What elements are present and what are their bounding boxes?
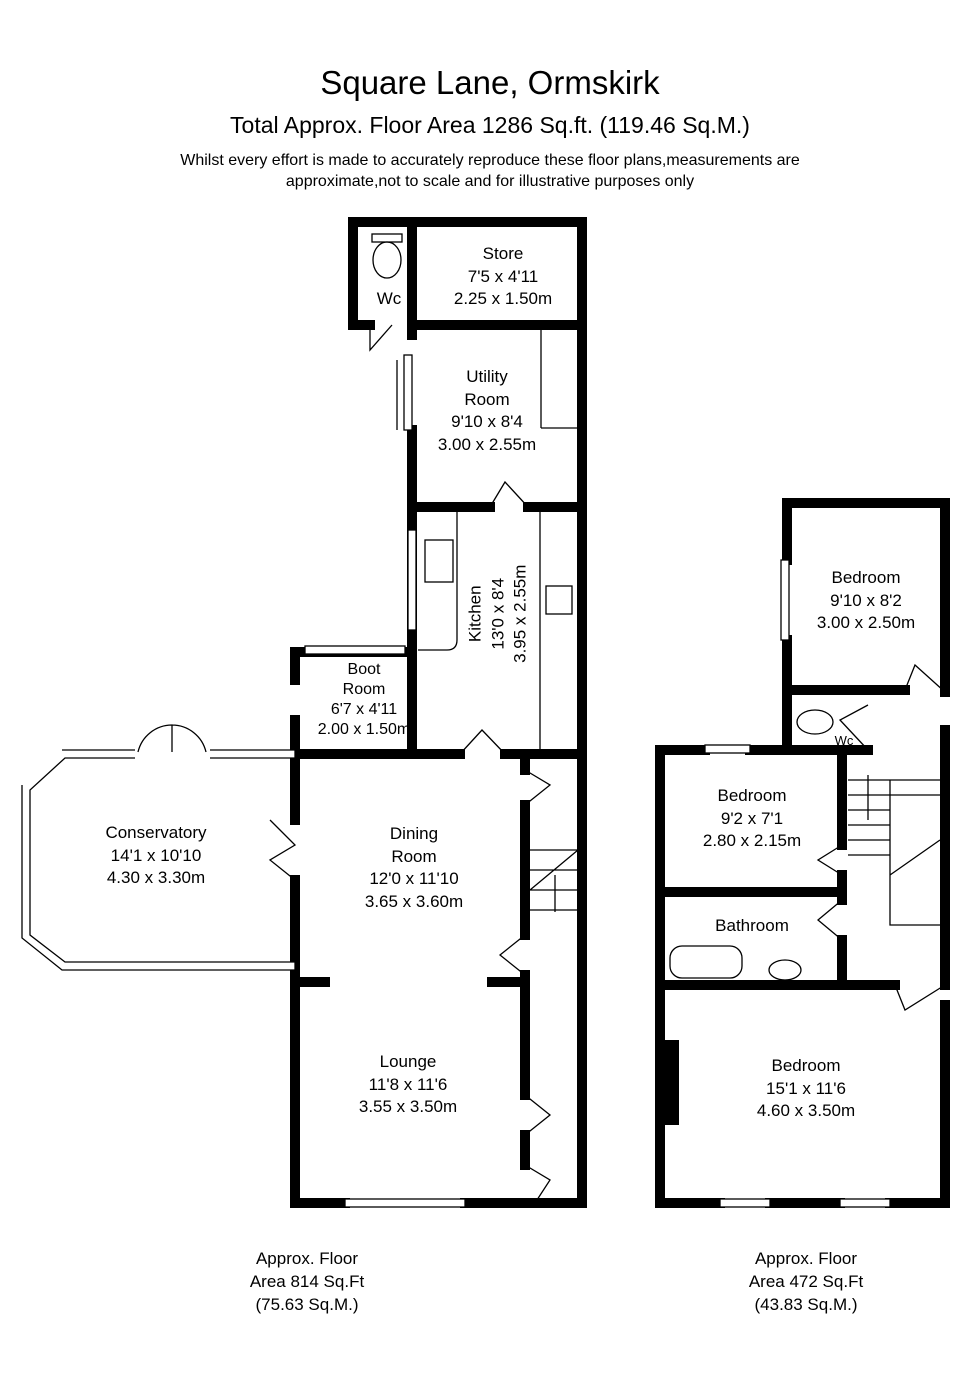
- room-name: Wc: [376, 289, 402, 308]
- toilet-cistern: [371, 233, 403, 243]
- window: [344, 1198, 466, 1208]
- room-size-imperial: 14'1 x 10'10: [110, 845, 202, 865]
- room-name: Bathroom: [715, 916, 789, 935]
- room-name: Room: [464, 389, 510, 409]
- room-name: Bedroom: [717, 786, 787, 805]
- conservatory-outline: [21, 749, 296, 971]
- window: [407, 529, 417, 631]
- window: [704, 744, 751, 754]
- room-size-imperial: 9'2 x 7'1: [720, 808, 784, 828]
- plan-title: Square Lane, Ormskirk: [320, 64, 660, 101]
- area-line: (43.83 Sq.M.): [754, 1295, 858, 1314]
- stairs-icon: [848, 779, 941, 926]
- room-size-metric: 2.80 x 2.15m: [702, 831, 802, 850]
- room-size-imperial: 11'8 x 11'6: [368, 1074, 448, 1094]
- room-name: Wc: [834, 733, 854, 748]
- room-name: Bedroom: [771, 1056, 841, 1075]
- room-size-metric: 2.25 x 1.50m: [453, 289, 553, 308]
- hob-icon: [545, 585, 573, 615]
- area-line: Area 472 Sq.Ft: [748, 1272, 864, 1291]
- room-wc-ground: Wc: [377, 288, 402, 311]
- room-name: Store: [482, 244, 524, 263]
- disclaimer-line-2: approximate,not to scale and for illustr…: [285, 173, 695, 190]
- wall: [290, 875, 350, 1208]
- room-size-metric: 3.65 x 3.60m: [364, 891, 464, 911]
- window: [839, 1198, 891, 1208]
- room-size-imperial: 12'0 x 11'10: [369, 869, 459, 888]
- wall: [655, 745, 725, 1208]
- room-name: Room: [391, 846, 437, 866]
- french-door-icon: [137, 724, 207, 753]
- bath-icon: [669, 945, 743, 979]
- window: [719, 1198, 771, 1208]
- toilet-icon: [796, 709, 834, 735]
- room-name: Utility: [466, 367, 508, 386]
- room-size-metric: 3.00 x 2.55m: [437, 434, 537, 454]
- room-bathroom: Bathroom: [715, 915, 789, 938]
- chimney-breast: [664, 1040, 679, 1125]
- room-size-metric: 3.95 x 2.55m: [510, 564, 530, 663]
- total-floor-area: Total Approx. Floor Area 1286 Sq.ft. (11…: [230, 112, 750, 138]
- wall: [290, 749, 465, 825]
- window: [304, 645, 406, 655]
- room-name: Lounge: [379, 1052, 437, 1071]
- room-size-imperial: 9'10 x 8'2: [830, 590, 902, 610]
- room-store: Store 7'5 x 4'11 2.25 x 1.50m: [454, 243, 552, 311]
- stairs-icon: [529, 849, 579, 912]
- room-size-metric: 2.00 x 1.50m: [317, 721, 411, 738]
- room-size-metric: 4.60 x 3.50m: [756, 1101, 856, 1120]
- door-icon: [268, 324, 552, 1204]
- room-name: Kitchen: [465, 585, 485, 643]
- sink-icon: [424, 539, 454, 583]
- room-bedroom-1: Bedroom 9'10 x 8'2 3.00 x 2.50m: [817, 567, 915, 635]
- room-size-metric: 4.30 x 3.30m: [106, 868, 206, 887]
- conservatory-door-gap: [135, 745, 210, 761]
- room-name: Bedroom: [831, 568, 901, 587]
- room-size-imperial: 13'0 x 8'4: [487, 577, 507, 650]
- room-wc-first: Wc: [835, 733, 854, 749]
- worktop: [418, 512, 458, 651]
- wall: [885, 1000, 950, 1208]
- room-name: Boot: [347, 661, 381, 678]
- basin-icon: [768, 959, 802, 981]
- wall: [782, 498, 950, 697]
- room-size-metric: 3.00 x 2.50m: [816, 613, 916, 632]
- window: [403, 354, 413, 431]
- ground-floor-walls: [21, 217, 587, 1208]
- area-line: Approx. Floor: [255, 1249, 359, 1268]
- area-line: (75.63 Sq.M.): [255, 1295, 359, 1314]
- door-icon: [816, 663, 946, 1011]
- area-line: Approx. Floor: [754, 1249, 858, 1268]
- room-name: Conservatory: [105, 823, 207, 842]
- window: [780, 559, 790, 641]
- room-lounge: Lounge 11'8 x 11'6 3.55 x 3.50m: [359, 1051, 457, 1119]
- toilet-icon: [372, 241, 402, 279]
- room-bedroom-3: Bedroom 15'1 x 11'6 4.60 x 3.50m: [757, 1055, 855, 1123]
- room-size-imperial: 9'10 x 8'4: [451, 412, 523, 431]
- room-bedroom-2: Bedroom 9'2 x 7'1 2.80 x 2.15m: [703, 785, 801, 853]
- first-floor-walls: [655, 498, 950, 1208]
- room-size-imperial: 7'5 x 4'11: [467, 266, 539, 286]
- wall: [348, 217, 587, 1208]
- disclaimer: Whilst every effort is made to accuratel…: [0, 150, 980, 192]
- room-name: Dining: [389, 824, 439, 843]
- room-name: Room: [342, 681, 386, 698]
- room-conservatory: Conservatory 14'1 x 10'10 4.30 x 3.30m: [105, 822, 206, 890]
- room-size-imperial: 15'1 x 11'6: [766, 1078, 846, 1098]
- area-line: Area 814 Sq.Ft: [249, 1272, 365, 1291]
- disclaimer-line-1: Whilst every effort is made to accuratel…: [180, 152, 800, 169]
- room-size-metric: 3.55 x 3.50m: [358, 1097, 458, 1116]
- room-size-imperial: 6'7 x 4'11: [330, 701, 398, 718]
